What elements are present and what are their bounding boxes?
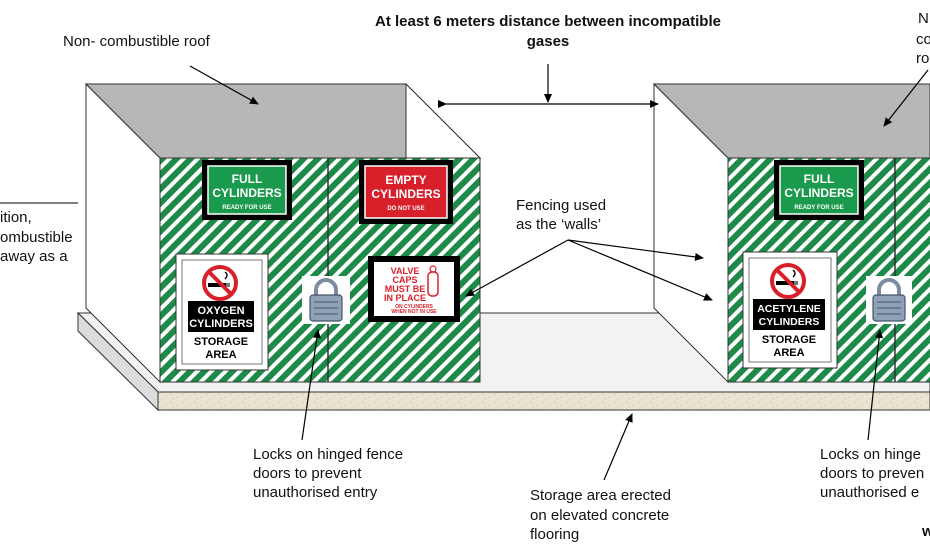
right-cut-label-line3: ro (916, 50, 929, 67)
right-cut-label-line2: co (916, 31, 930, 48)
locks-right-label-line3: unauthorised e (820, 484, 919, 501)
left-enclosure (84, 82, 482, 384)
roof-label: Non- combustible roof (63, 33, 211, 50)
svg-text:CAPS: CAPS (392, 275, 417, 285)
padlock-icon (866, 276, 912, 324)
padlock-icon (302, 276, 350, 324)
svg-text:DO NOT USE: DO NOT USE (387, 206, 424, 212)
svg-text:STORAGE: STORAGE (762, 334, 816, 346)
valve-caps-sign: VALVE CAPS MUST BE IN PLACE ON CYLINDERS… (368, 256, 460, 322)
svg-text:CYLINDERS: CYLINDERS (371, 187, 440, 201)
distance-label-line1: At least 6 meters distance between incom… (375, 13, 721, 30)
corner-mark: w (921, 523, 930, 540)
locks-label-line3: unauthorised entry (253, 484, 378, 501)
floor-label-line2: on elevated concrete (530, 507, 669, 524)
gas-cylinder-icon (427, 265, 439, 297)
svg-text:CYLINDERS: CYLINDERS (784, 186, 853, 200)
roof-arrow (189, 65, 259, 105)
svg-text:CYLINDERS: CYLINDERS (189, 318, 253, 330)
locks-arrow-left (301, 329, 321, 441)
svg-text:READY FOR USE: READY FOR USE (222, 205, 271, 211)
svg-text:READY FOR USE: READY FOR USE (794, 205, 843, 211)
svg-text:MUST BE: MUST BE (385, 284, 426, 294)
fencing-arrow-3 (465, 239, 569, 297)
left-cut-label-line2: ombustible (0, 229, 73, 246)
acetylene-storage-sign: ACETYLENE CYLINDERS STORAGE AREA (742, 251, 838, 369)
svg-text:STORAGE: STORAGE (194, 336, 248, 348)
svg-text:WHEN NOT IN USE: WHEN NOT IN USE (391, 309, 437, 315)
svg-text:AREA: AREA (205, 349, 236, 361)
labels: Non- combustible roof At least 6 meters … (0, 10, 930, 543)
fencing-label-line2: as the ‘walls’ (516, 216, 601, 233)
empty-cylinders-sign: EMPTY CYLINDERS DO NOT USE (359, 160, 453, 224)
svg-text:CYLINDERS: CYLINDERS (759, 316, 820, 328)
svg-text:FULL: FULL (232, 172, 263, 186)
svg-text:OXYGEN: OXYGEN (197, 305, 244, 317)
distance-label-line2: gases (527, 33, 570, 50)
svg-text:ACETYLENE: ACETYLENE (757, 303, 821, 315)
no-smoking-icon (770, 263, 806, 299)
arrows (0, 64, 929, 481)
svg-text:AREA: AREA (773, 347, 804, 359)
left-cut-label-line3: away as a (0, 248, 68, 265)
locks-label-line1: Locks on hinged fence (253, 446, 403, 463)
svg-text:CYLINDERS: CYLINDERS (212, 186, 281, 200)
left-cut-label-line1: ition, (0, 209, 32, 226)
floor-label-line3: flooring (530, 526, 579, 543)
right-cut-label-line1: N (918, 10, 929, 27)
oxygen-storage-sign: OXYGEN CYLINDERS STORAGE AREA (175, 253, 269, 371)
svg-text:ON CYLINDERS: ON CYLINDERS (395, 304, 433, 310)
fencing-label-line1: Fencing used (516, 197, 606, 214)
svg-text:IN PLACE: IN PLACE (384, 293, 426, 303)
locks-arrow-right (867, 329, 884, 441)
full-cylinders-sign-left: FULL CYLINDERS READY FOR USE (202, 160, 292, 220)
floor-label-line1: Storage area erected (530, 487, 671, 504)
full-cylinders-sign-right: FULL CYLINDERS READY FOR USE (774, 160, 864, 220)
locks-label-line2: doors to prevent (253, 465, 362, 482)
roof-arrow-right (883, 69, 929, 127)
locks-right-label-line1: Locks on hinge (820, 446, 921, 463)
right-roof (652, 83, 930, 159)
fencing-arrow-1 (567, 239, 704, 261)
no-smoking-icon (202, 265, 238, 301)
svg-text:FULL: FULL (804, 172, 835, 186)
svg-text:EMPTY: EMPTY (385, 173, 426, 187)
fencing-arrow-2 (567, 239, 713, 301)
floor-arrow (603, 413, 633, 481)
locks-right-label-line2: doors to preven (820, 465, 924, 482)
svg-text:VALVE: VALVE (391, 266, 420, 276)
